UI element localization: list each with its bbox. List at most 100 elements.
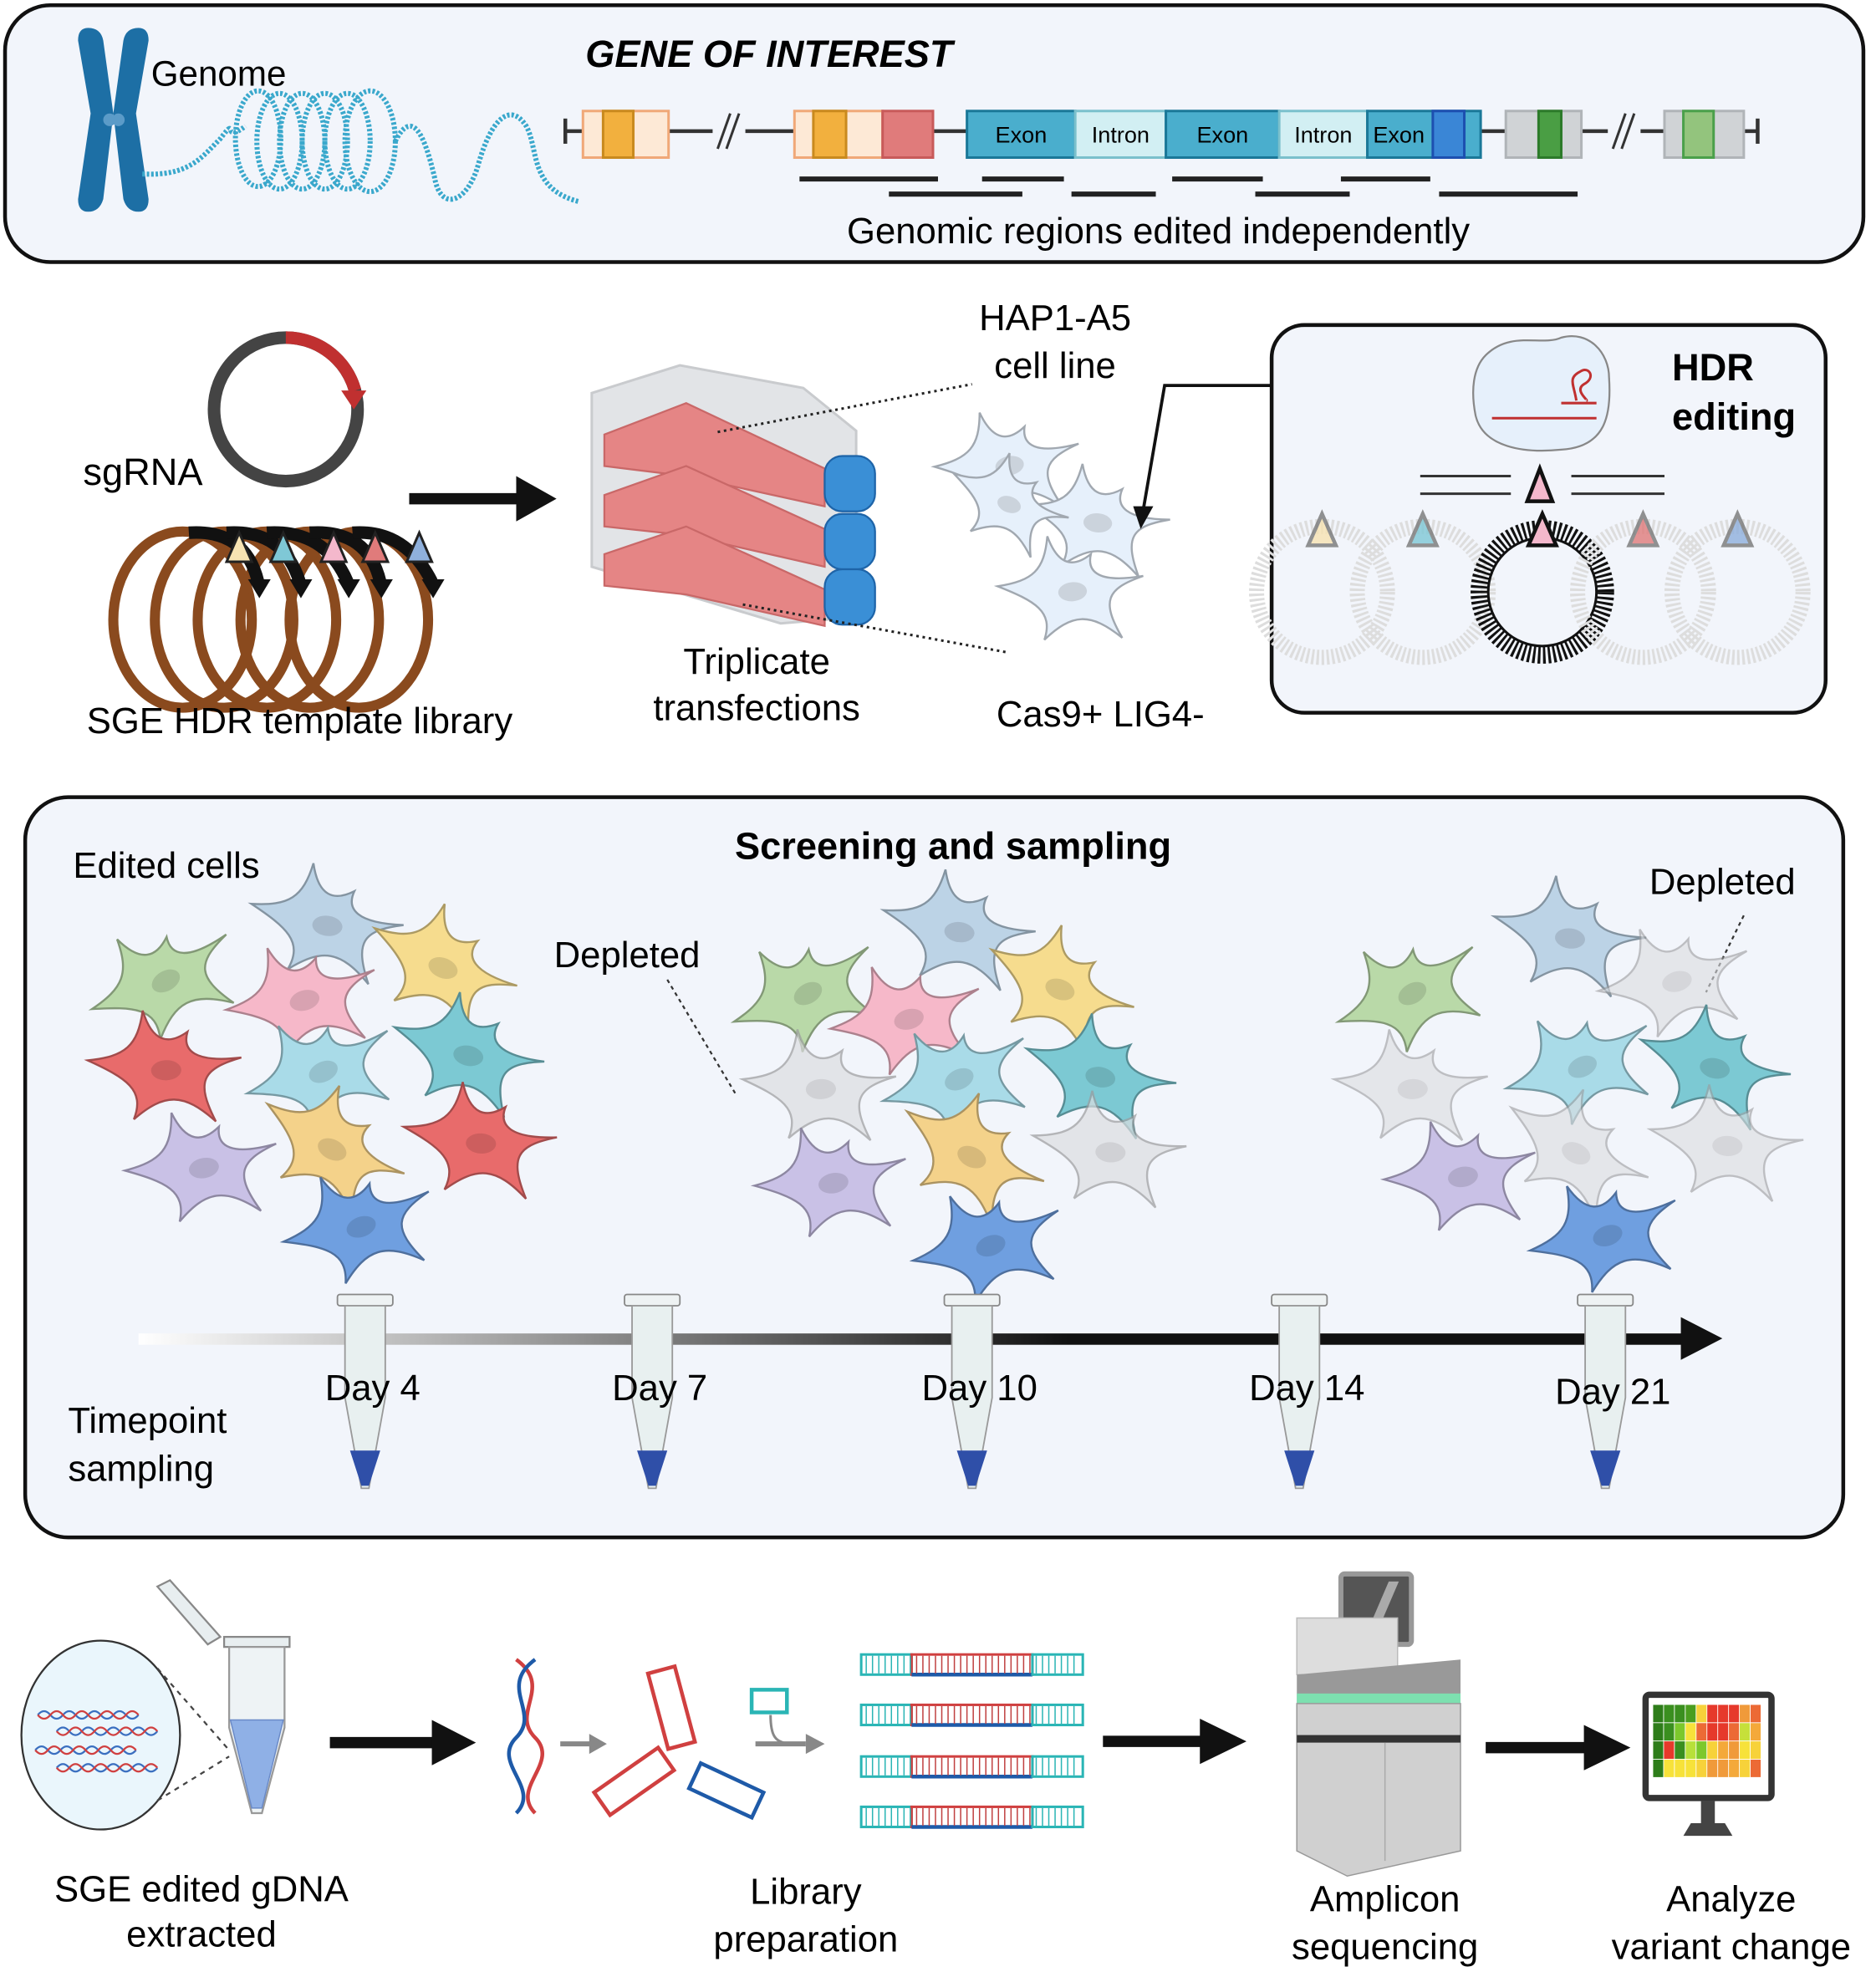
heatmap-cell bbox=[1653, 1723, 1664, 1741]
sequence-break-icon bbox=[712, 113, 746, 150]
step-library-label-line1: Library bbox=[750, 1871, 862, 1912]
heatmap-cell bbox=[1696, 1704, 1707, 1723]
cell-icon bbox=[1334, 945, 1481, 1052]
template-library-icon bbox=[108, 526, 445, 713]
hap1-cells-icon bbox=[930, 412, 1170, 641]
variant-triangles bbox=[224, 529, 434, 563]
heatmap-cell bbox=[1664, 1723, 1675, 1741]
sgrna-label: sgRNA bbox=[83, 451, 203, 493]
timepoint-sampling-label-line1: Timepoint bbox=[68, 1400, 227, 1441]
hap1-cell bbox=[993, 536, 1144, 641]
flask-label-line2: transfections bbox=[653, 688, 860, 729]
heatmap-cell bbox=[1718, 1723, 1729, 1741]
heatmap-cell bbox=[1685, 1704, 1696, 1723]
cell-icon bbox=[1330, 1029, 1488, 1141]
cell-icon bbox=[400, 1082, 558, 1200]
transfection-section: sgRNA bbox=[83, 298, 1828, 741]
variant-triangle bbox=[224, 529, 254, 563]
variant-heatmap bbox=[1653, 1704, 1761, 1777]
right-arrow-icon bbox=[1486, 1725, 1631, 1771]
heatmap-cell bbox=[1675, 1723, 1685, 1741]
heatmap-cell bbox=[1707, 1741, 1718, 1760]
screening-title: Screening and sampling bbox=[735, 824, 1171, 867]
depleted-label-2: Depleted bbox=[1649, 862, 1796, 903]
timepoint-label: Day 10 bbox=[922, 1368, 1037, 1409]
edited-cells-group-day10 bbox=[730, 869, 1187, 1303]
heatmap-cell bbox=[1696, 1723, 1707, 1741]
step-gdna-label-line1: SGE edited gDNA bbox=[54, 1868, 349, 1909]
cell-icon bbox=[279, 1176, 430, 1284]
cas9-complex-icon bbox=[1472, 335, 1611, 452]
heatmap-cell bbox=[1718, 1759, 1729, 1777]
heatmap-cell bbox=[1729, 1704, 1740, 1723]
variant-triangle bbox=[1305, 509, 1339, 548]
sample-tube-3: Day 10 bbox=[922, 1293, 1037, 1490]
heatmap-cell bbox=[1685, 1741, 1696, 1760]
cell-icon bbox=[1637, 1004, 1792, 1131]
utr-box-1 bbox=[581, 110, 670, 160]
cell-icon bbox=[879, 869, 1036, 991]
right-arrow-icon bbox=[409, 476, 557, 522]
hap1-cell bbox=[951, 452, 1069, 558]
variant-triangle bbox=[1721, 509, 1755, 548]
cell-icon bbox=[826, 966, 980, 1076]
variant-triangle bbox=[268, 529, 298, 563]
cell-icon bbox=[1022, 1013, 1177, 1139]
right-arrow-icon bbox=[1103, 1719, 1246, 1765]
amplicon-library-icon bbox=[859, 1653, 1084, 1829]
sample-tube-2: Day 7 bbox=[612, 1293, 707, 1490]
pink-variant-triangle bbox=[1524, 463, 1556, 503]
genome-ring bbox=[1471, 520, 1614, 664]
variant-triangle bbox=[360, 529, 390, 563]
sequence-break-icon bbox=[1608, 113, 1641, 150]
utr-box-3 bbox=[1504, 110, 1583, 160]
cell-icon bbox=[84, 1010, 242, 1123]
amplicon bbox=[859, 1755, 1084, 1779]
gdna-tube-icon bbox=[155, 1578, 291, 1815]
screening-panel: Screening and sampling Edited cells Depl… bbox=[23, 795, 1846, 1540]
connector-arrow bbox=[1133, 384, 1272, 529]
right-arrow-icon bbox=[329, 1720, 477, 1766]
cell-icon bbox=[264, 1085, 405, 1219]
heatmap-cell bbox=[1653, 1741, 1664, 1760]
sequencer-icon bbox=[1296, 1571, 1461, 1878]
cell-icon bbox=[1379, 1121, 1536, 1231]
step-library-label-line2: preparation bbox=[713, 1919, 898, 1960]
exon-label-2: Exon bbox=[1196, 121, 1248, 147]
step-gdna-label-line2: extracted bbox=[126, 1914, 277, 1955]
variant-triangle bbox=[319, 529, 349, 563]
sgrna-plasmid-icon bbox=[207, 331, 367, 488]
hdr-label-line2: editing bbox=[1672, 395, 1796, 438]
heatmap-cell bbox=[1685, 1723, 1696, 1741]
cell-icon bbox=[1594, 929, 1748, 1038]
timepoint-sampling-label-line2: sampling bbox=[68, 1448, 214, 1489]
edited-cells-group-day4 bbox=[84, 863, 558, 1284]
amplicon bbox=[859, 1653, 1084, 1677]
flask-label-line1: Triplicate bbox=[683, 641, 829, 682]
heatmap-cell bbox=[1750, 1723, 1761, 1741]
cell-icon bbox=[738, 1029, 897, 1141]
edited-regions-bars bbox=[799, 176, 1578, 197]
step-analyze-label-line1: Analyze bbox=[1666, 1878, 1796, 1919]
heatmap-cell bbox=[1729, 1741, 1740, 1760]
exon-label-1: Exon bbox=[996, 121, 1048, 147]
utr-box-2 bbox=[793, 110, 935, 160]
edited-regions-caption: Genomic regions edited independently bbox=[847, 211, 1470, 252]
cell-icon bbox=[1526, 1185, 1676, 1293]
variant-triangle bbox=[1626, 509, 1660, 548]
heatmap-cell bbox=[1653, 1759, 1664, 1777]
heatmap-cell bbox=[1750, 1759, 1761, 1777]
timepoint-label: Day 7 bbox=[612, 1368, 707, 1409]
cell-icon bbox=[1508, 1088, 1649, 1222]
heatmap-cell bbox=[1707, 1723, 1718, 1741]
cell-icon bbox=[371, 903, 517, 1036]
genome-label: Genome bbox=[151, 54, 287, 94]
heatmap-cell bbox=[1707, 1704, 1718, 1723]
cell-line-label-line2: cell line bbox=[994, 345, 1116, 386]
template-library-label: SGE HDR template library bbox=[87, 701, 513, 741]
dna-fragmentation-icon bbox=[507, 1658, 825, 1821]
heatmap-cell bbox=[1729, 1759, 1740, 1777]
step-sequencing-label-line2: sequencing bbox=[1292, 1927, 1478, 1968]
heatmap-cell bbox=[1740, 1759, 1751, 1777]
